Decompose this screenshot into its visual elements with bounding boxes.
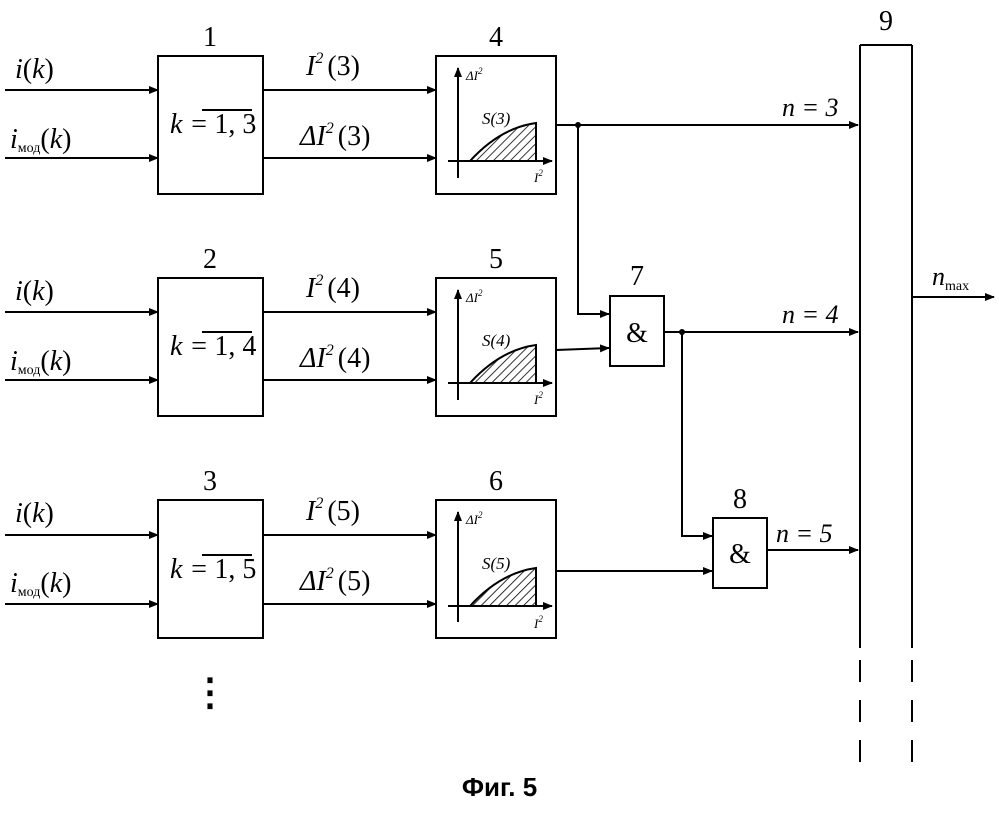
collector-9: 9 nmax (860, 6, 994, 770)
out-i2-label: I2(3) (305, 50, 360, 82)
n-label: n = 3 (782, 93, 839, 122)
input-imod-label: iмод(k) (10, 568, 71, 600)
block-number: 6 (489, 466, 503, 497)
n-label: n = 4 (782, 300, 839, 329)
row-2: i(k) iмод(k) 2 k =1, 4 I2(4) ΔI2(4) 5 ΔI… (5, 244, 556, 416)
out-di2-label: ΔI2(3) (299, 120, 370, 152)
logic-connections: 7 & 8 & n = 3 n = 4 n = 5 (556, 93, 858, 588)
row-1: i(k) iмод(k) 1 k =1, 3 I2(3) ΔI2(3) 4 ΔI… (5, 22, 556, 194)
block-number: 1 (203, 22, 217, 53)
input-imod-label: iмод(k) (10, 346, 71, 378)
block-number: 7 (630, 261, 644, 292)
continuation-dots: ⋮ (191, 672, 229, 714)
output-label: nmax (932, 262, 969, 294)
out-i2-label: I2(4) (305, 272, 360, 304)
out-di2-label: ΔI2(4) (299, 342, 370, 374)
row-3: i(k) iмод(k) 3 k =1, 5 I2(5) ΔI2(5) 6 ΔI… (5, 466, 556, 638)
n-label: n = 5 (776, 519, 833, 548)
block-number: 5 (489, 244, 503, 275)
and-symbol: & (729, 539, 751, 570)
s-label: S(5) (482, 554, 511, 573)
input-i-label: i(k) (15, 498, 54, 529)
figure-caption: Фиг. 5 (0, 772, 999, 803)
and-symbol: & (626, 318, 648, 349)
input-imod-label: iмод(k) (10, 124, 71, 156)
wire-to-and8-top (682, 332, 712, 536)
block-number: 8 (733, 484, 747, 515)
out-di2-label: ΔI2(5) (299, 565, 370, 597)
block-number: 2 (203, 244, 217, 275)
wire-to-and7-bottom (556, 348, 609, 350)
block-number: 3 (203, 466, 217, 497)
s-label: S(4) (482, 331, 511, 350)
input-i-label: i(k) (15, 54, 54, 85)
input-i-label: i(k) (15, 276, 54, 307)
wire-to-and7-top (578, 125, 609, 314)
out-i2-label: I2(5) (305, 495, 360, 527)
block-number: 9 (879, 6, 893, 37)
s-label: S(3) (482, 109, 511, 128)
block-number: 4 (489, 22, 503, 53)
